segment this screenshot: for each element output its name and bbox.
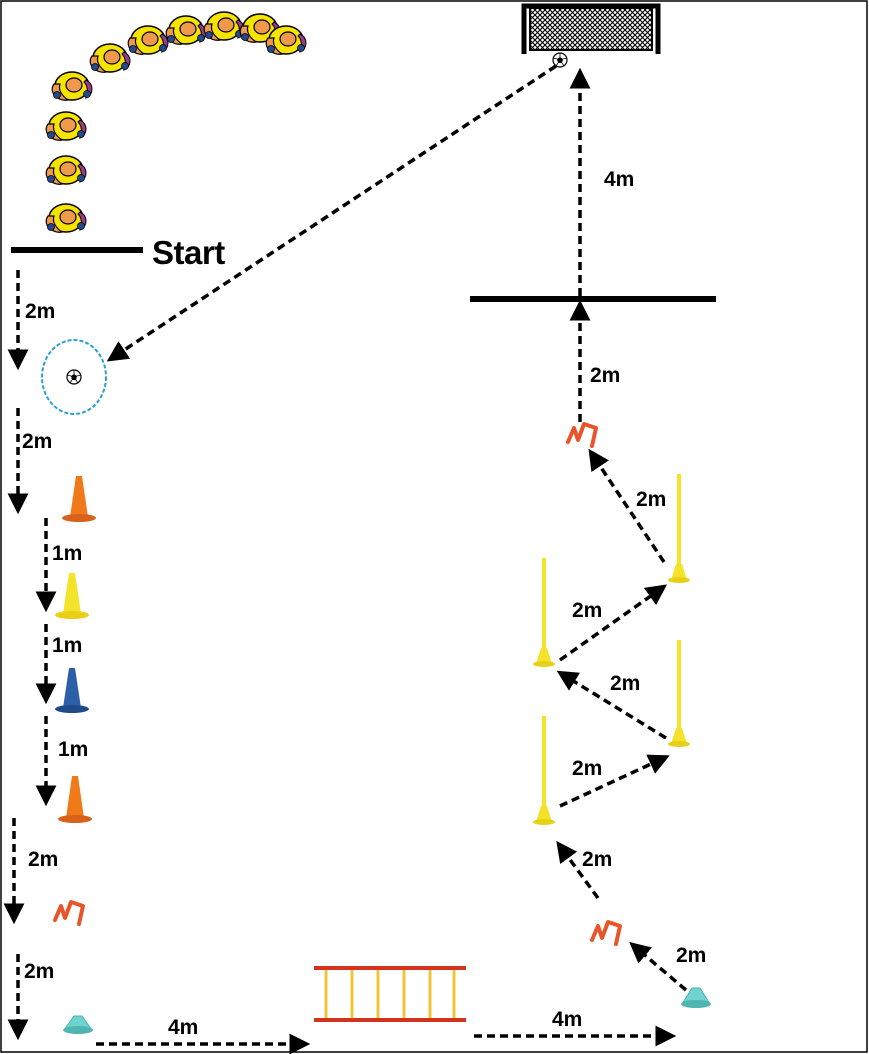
- hurdle-icon: [590, 920, 622, 946]
- distance-label: 2m: [25, 300, 55, 323]
- distance-label: 2m: [676, 944, 706, 967]
- disc-cone-icon: [681, 987, 711, 1008]
- ball-icon: [66, 369, 82, 385]
- run-arrow: [588, 448, 666, 563]
- distance-label: 2m: [590, 364, 620, 387]
- distance-label: 2m: [582, 848, 612, 871]
- distance-label: 2m: [610, 672, 640, 695]
- cone-icon: [62, 476, 96, 522]
- distance-label: 4m: [604, 168, 634, 191]
- player-icon: [45, 203, 87, 234]
- run-arrow: [556, 840, 600, 900]
- cone-icon: [55, 668, 89, 713]
- player-icon: [51, 71, 93, 102]
- pole-icon: [533, 558, 555, 667]
- disc-cone-icon: [63, 1015, 93, 1034]
- run-arrow: [629, 941, 688, 992]
- distance-label: 4m: [168, 1016, 198, 1039]
- start-label: Start: [152, 234, 225, 271]
- run-arrow: [558, 584, 668, 662]
- distance-label: 2m: [24, 960, 54, 983]
- run-arrow: [559, 754, 670, 808]
- distance-label: 2m: [572, 599, 602, 622]
- cone-icon: [55, 573, 89, 619]
- player-icon: [127, 25, 169, 56]
- distance-label: 1m: [52, 634, 82, 657]
- ring-icon: [41, 339, 107, 415]
- pole-icon: [533, 716, 555, 825]
- cone-icon: [58, 776, 92, 823]
- player-icon: [45, 111, 87, 142]
- distance-label: 1m: [52, 542, 82, 565]
- player-queue: [45, 11, 307, 234]
- ladder-icon: [314, 966, 466, 1022]
- player-icon: [89, 43, 131, 74]
- distance-label: 4m: [552, 1008, 582, 1031]
- player-icon: [165, 15, 207, 46]
- player-icon: [45, 155, 87, 186]
- hurdle-icon: [53, 900, 85, 926]
- pole-icon: [668, 474, 690, 583]
- pole-icon: [668, 640, 690, 747]
- distance-label: 2m: [22, 430, 52, 453]
- run-arrow: [556, 670, 667, 740]
- goal-icon: [521, 3, 661, 54]
- distance-label: 2m: [572, 757, 602, 780]
- hurdle-icon: [566, 422, 598, 448]
- distance-label: 2m: [28, 848, 58, 871]
- distance-label: 1m: [58, 738, 88, 761]
- pass-arrow: [106, 64, 557, 362]
- distance-label: 2m: [636, 488, 666, 511]
- player-icon: [203, 11, 245, 42]
